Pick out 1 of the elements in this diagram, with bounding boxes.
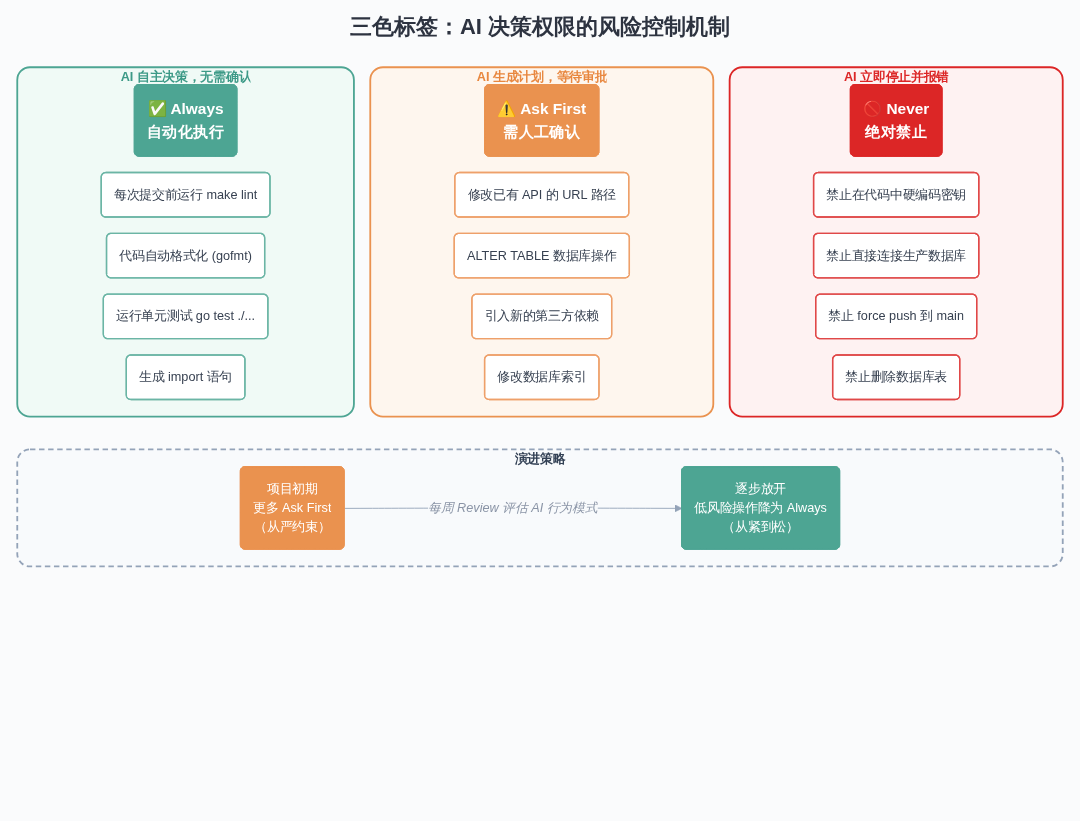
title: 三色标签：AI 决策权限的风险控制机制 [349,14,731,39]
